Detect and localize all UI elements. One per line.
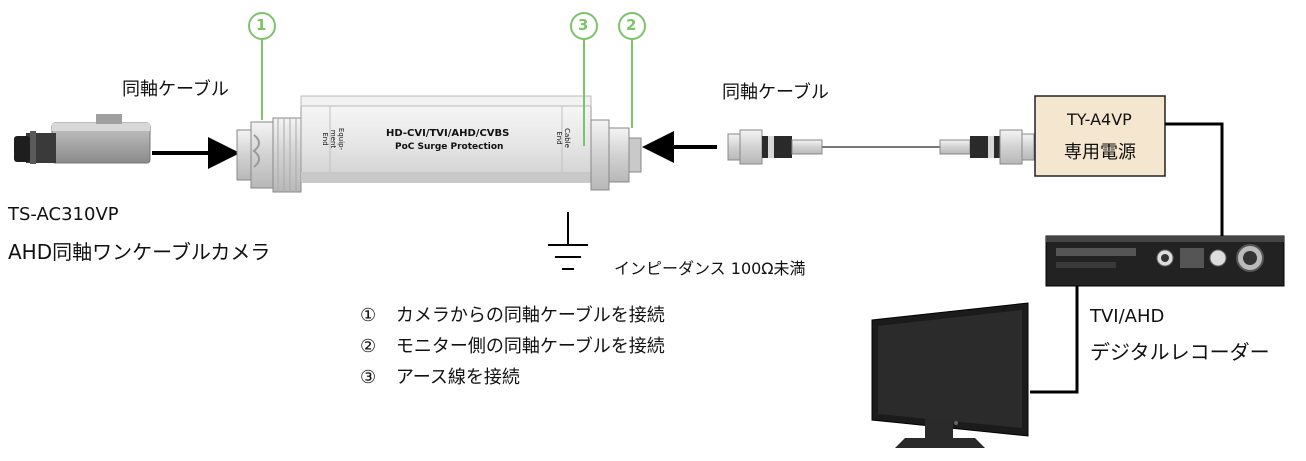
recorder-name-label: デジタルレコーダー	[1090, 340, 1270, 364]
callout-3	[570, 12, 598, 146]
step-item: ② モニター側の同軸ケーブルを接続	[360, 332, 665, 363]
monitor-icon	[871, 302, 1029, 448]
ground-icon	[548, 212, 588, 270]
step-1-mark: ①	[360, 305, 377, 326]
cable-recorder-to-monitor	[1030, 286, 1079, 394]
end-right-line2: End	[555, 131, 563, 145]
step-2-mark: ②	[360, 336, 377, 357]
callout-2-number: 2	[626, 16, 637, 34]
coax-cable-right	[727, 129, 1035, 165]
bnc-connector-left	[236, 117, 302, 193]
bnc-connector-right	[590, 119, 642, 191]
end-left-line1: Equip-	[337, 127, 345, 151]
step-2-text: モニター側の同軸ケーブルを接続	[395, 336, 665, 357]
coax-label-left: 同軸ケーブル	[122, 79, 229, 100]
camera-name-label: AHD同軸ワンケーブルカメラ	[8, 240, 271, 264]
end-left-line3: End	[321, 132, 329, 146]
cable-power-to-recorder	[1165, 122, 1224, 236]
device-end-left: Equip- ment End	[321, 124, 345, 154]
end-right-line1: Cable	[563, 128, 571, 148]
callout-2	[618, 12, 646, 128]
callout-3-number: 3	[578, 16, 589, 34]
power-model-label: TY-A4VP	[1067, 110, 1132, 129]
coax-label-right: 同軸ケーブル	[722, 82, 829, 103]
step-item: ③ アース線を接続	[360, 363, 665, 394]
device-end-right: Cable End	[555, 123, 571, 153]
power-name-label: 専用電源	[1064, 142, 1136, 163]
device-title: HD-CVI/TVI/AHD/CVBS	[386, 128, 510, 139]
recorder-type-label: TVI/AHD	[1090, 306, 1165, 327]
callout-1	[248, 12, 276, 120]
power-supply-box	[1034, 95, 1166, 177]
steps-list: ① カメラからの同軸ケーブルを接続 ② モニター側の同軸ケーブルを接続 ③ アー…	[360, 301, 665, 394]
step-1-text: カメラからの同軸ケーブルを接続	[395, 305, 665, 326]
camera-model-label: TS-AC310VP	[8, 204, 119, 225]
surge-protector-body	[300, 95, 592, 183]
end-left-line2: ment	[329, 129, 337, 149]
impedance-label: インピーダンス 100Ω未満	[614, 259, 806, 278]
callout-1-number: 1	[256, 16, 267, 34]
camera-icon	[14, 114, 151, 164]
recorder-icon	[1045, 235, 1285, 287]
step-item: ① カメラからの同軸ケーブルを接続	[360, 301, 665, 332]
step-3-text: アース線を接続	[395, 367, 520, 388]
device-subtitle: PoC Surge Protection	[395, 142, 504, 152]
step-3-mark: ③	[360, 367, 377, 388]
